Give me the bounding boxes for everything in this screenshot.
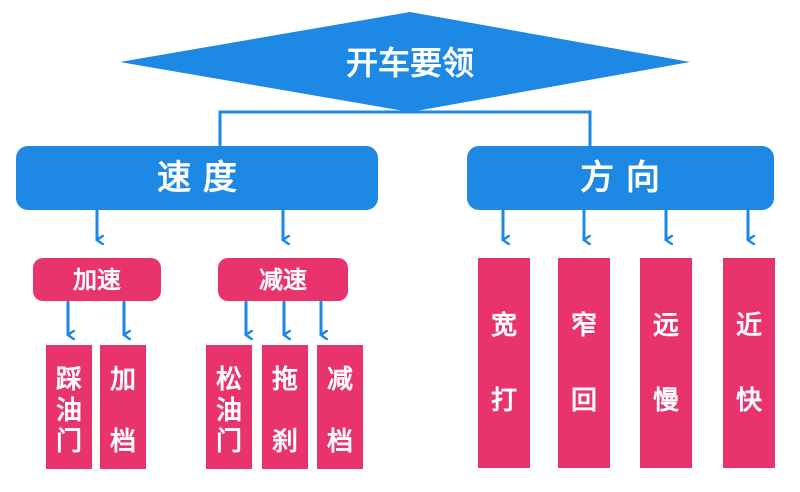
leaf-char: 档: [327, 427, 353, 457]
branch-direction-label: 方 向: [580, 158, 660, 198]
branch-speed-box: [16, 146, 378, 210]
group-accelerate-box: [33, 258, 161, 301]
branch-direction-box: [467, 146, 774, 210]
leaf-box: [723, 258, 775, 468]
leaf-char: 油: [56, 396, 82, 426]
leaf-char: 拖: [272, 365, 298, 395]
leaf-char: 宽: [491, 310, 517, 341]
leaf-char: 加: [110, 365, 136, 395]
leaf-char: 近: [736, 311, 762, 341]
root-connector: [218, 110, 592, 148]
leaf-box: [46, 345, 92, 469]
leaf-box: [262, 345, 308, 469]
leaf-char: 快: [736, 386, 763, 416]
root-diamond: [120, 12, 690, 112]
root-label: 开车要领: [346, 44, 474, 82]
leaf-char: 刹: [272, 427, 298, 457]
leaf-box: [478, 258, 530, 468]
leaf-box: [100, 345, 146, 469]
leaf-char: 档: [110, 427, 136, 457]
group-decelerate-box: [218, 258, 348, 301]
leaf-box: [558, 258, 610, 468]
leaf-char: 慢: [653, 386, 680, 416]
leaf-char: 踩: [56, 365, 82, 395]
leaf-box: [317, 345, 363, 469]
group-accelerate-label: 加速: [73, 266, 121, 294]
leaf-char: 门: [56, 427, 82, 457]
branch-speed-label: 速 度: [157, 158, 237, 198]
leaf-char: 打: [491, 386, 517, 416]
leaf-char: 回: [571, 386, 597, 416]
leaf-char: 门: [216, 427, 242, 457]
leaf-box: [640, 258, 692, 468]
leaf-char: 油: [216, 396, 242, 426]
leaf-box: [206, 345, 252, 469]
leaf-char: 远: [653, 311, 679, 341]
connectors: [68, 110, 748, 335]
leaf-char: 松: [216, 365, 242, 395]
group-decelerate-label: 减速: [259, 266, 307, 294]
leaf-char: 窄: [571, 310, 597, 341]
leaf-char: 减: [327, 365, 353, 395]
